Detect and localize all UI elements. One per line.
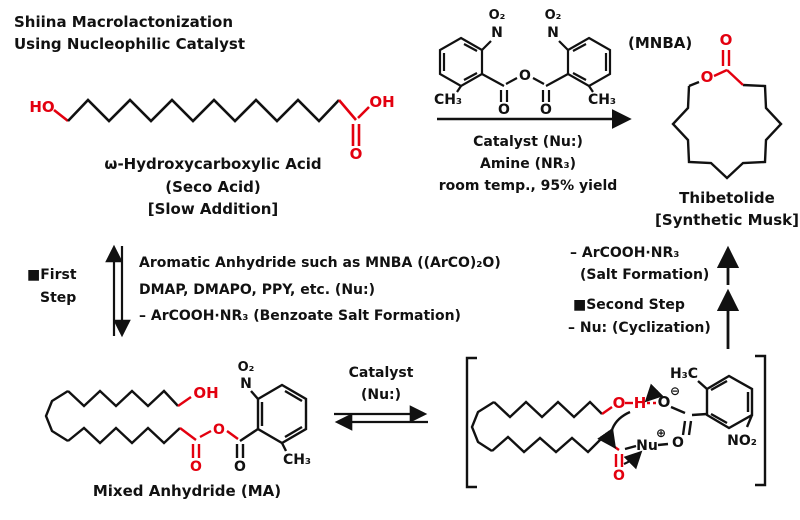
carboxylate-o-label: O (672, 435, 684, 451)
curved-arrow-attack (597, 410, 631, 449)
mnba-tag: (MNBA) (628, 34, 693, 52)
seco-acid-note: [Slow Addition] (147, 200, 279, 218)
acyl-o-label: O (613, 468, 625, 484)
mixed-anhydride-caption: Mixed Anhydride (MA) (92, 482, 282, 500)
hydroxyl-label: OH (193, 384, 218, 402)
product-name: Thibetolide (679, 189, 775, 207)
equilibrium-arrows-horizontal (334, 405, 428, 431)
curved-arrow-leaving (623, 450, 643, 470)
methyl-label: CH₃ (283, 452, 311, 468)
nitro-o2-label: O₂ (489, 8, 506, 23)
plus-charge: ⊕ (656, 426, 666, 440)
nitro-n-label: N (547, 25, 559, 41)
product-note: [Synthetic Musk] (655, 211, 799, 229)
second-step-line1: – ArCOOH·NR₃ (570, 245, 680, 261)
carbonyl-o-label: O (234, 459, 246, 475)
nitro-n-label: N (240, 376, 252, 392)
alkyl-chain (67, 98, 340, 123)
methyl-label: H₃C (670, 366, 698, 382)
nitro-o2-label: O₂ (545, 8, 562, 23)
right-bracket (755, 354, 767, 487)
nitro-o2-label: O₂ (238, 360, 255, 375)
second-step-line3: – Nu: (Cyclization) (568, 320, 711, 336)
second-step-marker: ■Second Step (573, 297, 685, 313)
scheme-title-line2: Using Nucleophilic Catalyst (14, 35, 246, 53)
first-step-line3: – ArCOOH·NR₃ (Benzoate Salt Formation) (139, 308, 461, 324)
carbonyl-o-label: O (540, 102, 552, 118)
anhydride-o-label: O (519, 68, 531, 84)
seco-acid-subname: (Seco Acid) (165, 178, 261, 196)
methyl-label: CH₃ (434, 92, 462, 108)
second-step-line2: (Salt Formation) (580, 267, 710, 283)
first-step-line2: DMAP, DMAPO, PPY, etc. (Nu:) (139, 282, 375, 298)
proton-h-label: H (634, 394, 647, 412)
nitro-label: NO₂ (727, 433, 757, 449)
carbonyl-o-label: O (190, 459, 202, 475)
lactone-o-label: O (701, 68, 714, 86)
minus-charge: ⊖ (670, 384, 680, 398)
alkoxide-o-label: O (613, 394, 626, 412)
scheme-title-line1: Shiina Macrolactonization (14, 13, 234, 31)
methyl-label: CH₃ (588, 92, 616, 108)
seco-acid-structure: HO OH O (29, 93, 394, 163)
curved-arrow-proton (644, 383, 664, 403)
left-bracket (465, 356, 477, 489)
carbonyl-o-label: O (350, 145, 363, 163)
seco-acid-name: ω-Hydroxycarboxylic Acid (104, 155, 322, 173)
anhydride-o-label: O (213, 422, 225, 438)
reaction-conditions: room temp., 95% yield (438, 178, 618, 194)
thibetolide-structure: O O (671, 31, 783, 180)
mixed-anhydride-structure: OH O O O N O₂ CH₃ (44, 360, 311, 475)
lactone-carbonyl-o-label: O (720, 31, 733, 49)
intermediate-structure: O H O ⊖ O Nu ⊕ O H₃C NO₂ (470, 366, 757, 484)
benzoate-o-minus-label: O (658, 393, 671, 411)
first-step-line1: Aromatic Anhydride such as MNBA ((ArCO)₂… (139, 255, 501, 271)
acid-oh-label: OH (369, 93, 394, 111)
mnba-structure: N O₂ CH₃ O O O N O₂ CH₃ (434, 8, 616, 118)
carbonyl-o-label: O (498, 102, 510, 118)
nitro-n-label: N (491, 25, 503, 41)
reagent-amine: Amine (NR₃) (480, 156, 576, 172)
equilibrium-catalyst-label: Catalyst (348, 365, 414, 381)
first-step-marker2: Step (40, 290, 77, 306)
equilibrium-arrows-vertical (105, 244, 131, 338)
reagent-catalyst: Catalyst (Nu:) (473, 134, 583, 150)
nucleophile-label: Nu (636, 438, 658, 454)
hydroxyl-label: HO (29, 98, 54, 116)
first-step-marker: ■First (27, 267, 77, 283)
equilibrium-nu-label: (Nu:) (360, 387, 402, 403)
